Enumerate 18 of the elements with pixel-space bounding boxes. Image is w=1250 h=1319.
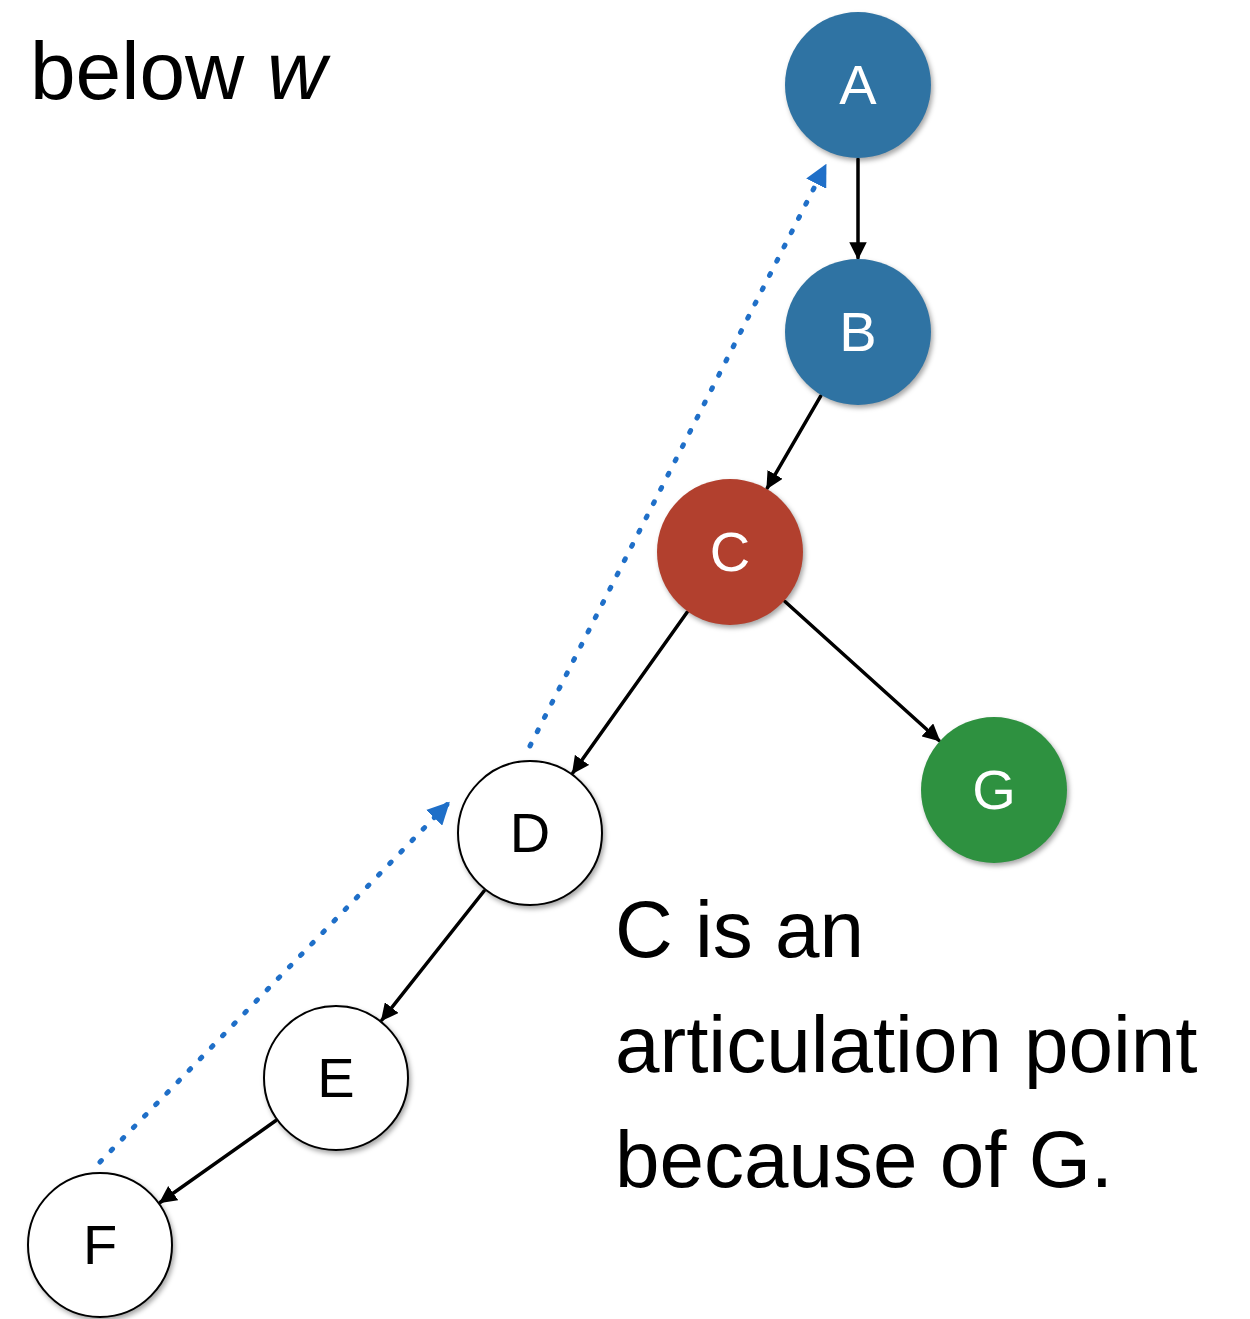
dotted-arrow xyxy=(97,800,451,1165)
node-label: B xyxy=(839,304,877,360)
note-text: C is an articulation point because of G. xyxy=(615,884,1199,1207)
dotted-arrow xyxy=(527,163,828,749)
node-label: C xyxy=(709,524,751,580)
node-label: D xyxy=(509,805,551,861)
arrow xyxy=(783,599,941,743)
graph-node xyxy=(921,717,1067,863)
arrow xyxy=(380,889,486,1022)
arrow xyxy=(571,610,689,775)
graph-node xyxy=(657,479,803,625)
node-label: G xyxy=(972,762,1016,818)
node-label: A xyxy=(839,57,877,113)
node-label: E xyxy=(317,1050,355,1106)
arrow xyxy=(158,1119,278,1204)
arrow xyxy=(849,157,867,260)
node-label: F xyxy=(82,1217,118,1273)
arrow xyxy=(765,394,823,490)
